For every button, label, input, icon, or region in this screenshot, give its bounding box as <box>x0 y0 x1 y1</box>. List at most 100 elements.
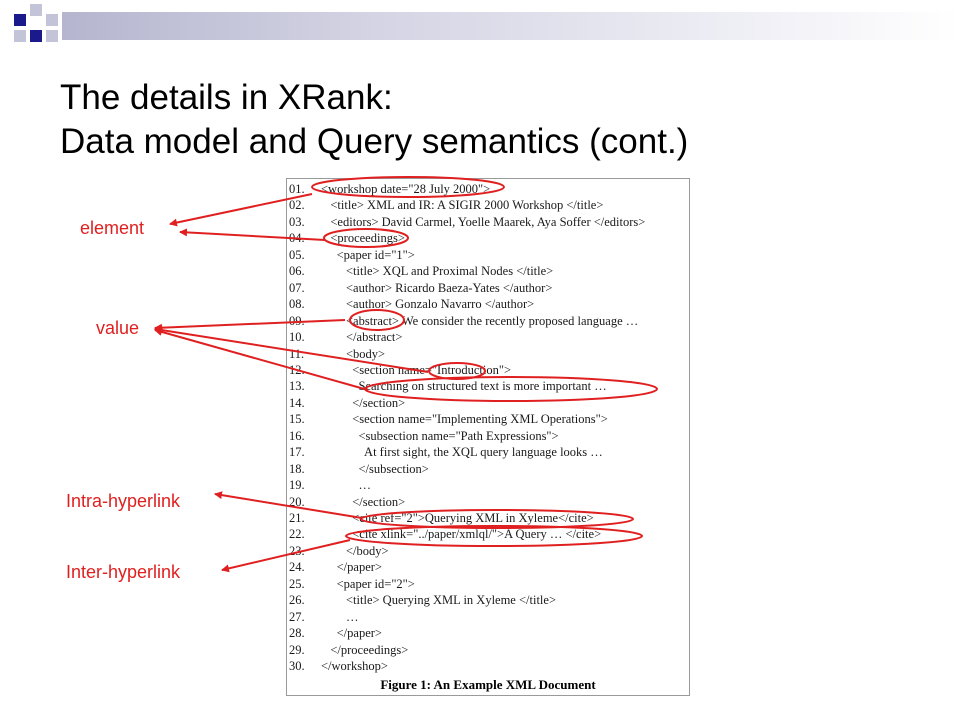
header-gradient-bar <box>62 12 960 40</box>
xml-line: 10. </abstract> <box>289 329 402 346</box>
label-value: value <box>96 318 140 338</box>
xml-figure: 01.<workshop date="28 July 2000">02. <ti… <box>286 178 690 696</box>
xml-line: 29. </proceedings> <box>289 642 408 659</box>
xml-line-text: <body> <box>321 346 386 361</box>
xml-line: 15. <section name="Implementing XML Oper… <box>289 411 608 428</box>
xml-line-number: 06. <box>289 264 305 279</box>
highlight-section-text-value <box>364 376 658 402</box>
arrow-element-1 <box>169 193 313 227</box>
xml-line: 20. </section> <box>289 494 405 511</box>
xml-line: 21. <cite ref="2">Querying XML in Xyleme… <box>289 510 594 527</box>
xml-line-text: </section> <box>321 494 406 509</box>
highlight-intra-cite <box>360 509 634 529</box>
xml-line: 02. <title> XML and IR: A SIGIR 2000 Wor… <box>289 197 603 214</box>
xml-line-text: </body> <box>321 543 389 558</box>
highlight-proceedings-element <box>323 228 409 248</box>
slide-title: The details in XRank: Data model and Que… <box>60 76 688 164</box>
deco-square-6 <box>46 30 58 42</box>
xml-line-number: 08. <box>289 297 305 312</box>
xml-line-text: <section name="Implementing XML Operatio… <box>321 412 608 427</box>
xml-line-text: <subsection name="Path Expressions"> <box>321 428 559 443</box>
xml-line: 16. <subsection name="Path Expressions"> <box>289 428 559 445</box>
xml-line: 03. <editors> David Carmel, Yoelle Maare… <box>289 214 645 231</box>
xml-line-number: 21. <box>289 511 305 525</box>
xml-line-number: 17. <box>289 445 305 460</box>
xml-line: 28. </paper> <box>289 625 382 642</box>
xml-line-text: <cite ref="2">Querying XML in Xyleme</ci… <box>321 511 594 525</box>
xml-line-text: <abstract> We consider the recently prop… <box>321 313 639 328</box>
xml-line-text: <title> Querying XML in Xyleme </title> <box>321 593 556 608</box>
xml-line-number: 03. <box>289 214 305 229</box>
xml-line-text: </workshop> <box>321 659 388 674</box>
deco-square-2 <box>30 4 42 16</box>
xml-line-text: <author> Ricardo Baeza-Yates </author> <box>321 280 553 295</box>
xml-line-text: <paper id="1"> <box>321 247 415 262</box>
xml-line-text: <editors> David Carmel, Yoelle Maarek, A… <box>321 214 646 229</box>
xml-line: 05. <paper id="1"> <box>289 247 415 264</box>
highlight-workshop-element <box>311 176 505 198</box>
highlight-inter-cite <box>345 525 643 547</box>
xml-line-text: </paper> <box>321 560 382 575</box>
xml-line: 07. <author> Ricardo Baeza-Yates </autho… <box>289 280 552 297</box>
xml-line-number: 24. <box>289 560 305 575</box>
deco-square-4 <box>14 30 26 42</box>
xml-line-text: </paper> <box>321 626 382 641</box>
arrow-element-2 <box>179 228 326 241</box>
xml-line-text: <author> Gonzalo Navarro </author> <box>321 297 535 312</box>
deco-square-1 <box>14 14 26 26</box>
highlight-abstract-value <box>349 309 405 331</box>
arrow-intra-hyperlink <box>214 491 363 519</box>
xml-line-text: Searching on structured text is more imp… <box>321 379 607 394</box>
xml-line-number: 13. <box>289 379 305 394</box>
xml-line-text: </subsection> <box>321 461 429 476</box>
xml-line-number: 30. <box>289 659 305 674</box>
xml-line: 01. <workshop date="28 July 2000"> <box>289 181 490 198</box>
label-intra-hyperlink: Intra-hyperlink <box>66 491 181 511</box>
xml-line-text: <proceedings> <box>321 231 405 246</box>
xml-line-text: <workshop date="28 July 2000"> <box>321 182 491 196</box>
label-element: element <box>80 218 145 238</box>
highlight-introduction-value <box>428 362 486 380</box>
xml-line-number: 19. <box>289 478 305 493</box>
xml-line-text: <paper id="2"> <box>321 576 415 591</box>
arrow-value-3 <box>154 328 369 391</box>
xml-line: 09. <abstract> We consider the recently … <box>289 313 638 330</box>
slide-title-line1: The details in XRank: <box>60 78 393 117</box>
xml-line: 30. </workshop> <box>289 658 388 675</box>
xml-line: 06. <title> XQL and Proximal Nodes </tit… <box>289 263 553 280</box>
xml-line: 08. <author> Gonzalo Navarro </author> <box>289 296 534 313</box>
xml-line: 26. <title> Querying XML in Xyleme </tit… <box>289 592 556 609</box>
xml-line-text: At first sight, the XQL query language l… <box>321 445 603 460</box>
xml-line-number: 18. <box>289 461 305 476</box>
arrow-inter-hyperlink <box>221 539 351 573</box>
xml-line-text: </section> <box>321 395 406 410</box>
xml-line-number: 01. <box>289 182 305 196</box>
header-decoration <box>0 0 960 56</box>
xml-line-text: <title> XML and IR: A SIGIR 2000 Worksho… <box>321 198 604 213</box>
deco-square-3 <box>46 14 58 26</box>
xml-line-text: … <box>321 609 359 624</box>
xml-line: 18. </subsection> <box>289 461 429 478</box>
xml-line-number: 02. <box>289 198 305 213</box>
xml-line-number: 05. <box>289 247 305 262</box>
label-inter-hyperlink: Inter-hyperlink <box>66 562 181 582</box>
arrow-value-2 <box>154 326 429 373</box>
xml-line-number: 20. <box>289 494 305 509</box>
slide-title-line2: Data model and Query semantics (cont.) <box>60 122 689 161</box>
xml-line-number: 22. <box>289 527 305 542</box>
xml-line: 13. Searching on structured text is more… <box>289 378 607 395</box>
xml-line-text: … <box>321 478 372 493</box>
xml-line: 17. At first sight, the XQL query langua… <box>289 444 603 461</box>
xml-line-text: </proceedings> <box>321 642 409 657</box>
xml-line: 24. </paper> <box>289 559 382 576</box>
xml-line-number: 27. <box>289 609 305 624</box>
xml-line: 04. <proceedings> <box>289 230 405 247</box>
xml-line-number: 10. <box>289 330 305 345</box>
xml-line: 19. … <box>289 477 371 494</box>
xml-line-number: 09. <box>289 313 305 328</box>
xml-line-number: 25. <box>289 576 305 591</box>
xml-line-number: 14. <box>289 395 305 410</box>
deco-square-5 <box>30 30 42 42</box>
xml-line-number: 07. <box>289 280 305 295</box>
